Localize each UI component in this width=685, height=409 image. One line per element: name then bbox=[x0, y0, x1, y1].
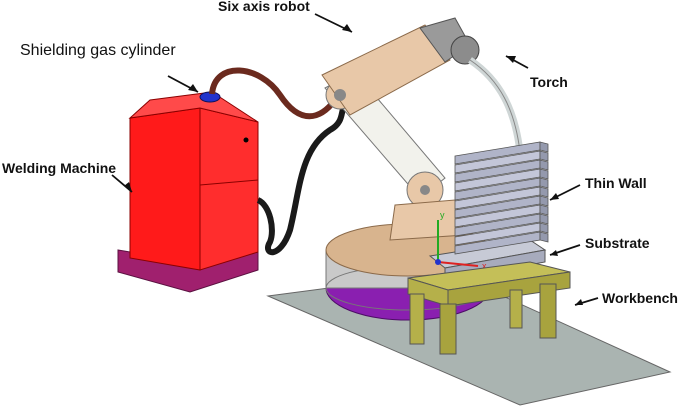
label-workbench: Workbench bbox=[602, 290, 678, 306]
welding-machine-top bbox=[128, 91, 259, 123]
workbench-leg bbox=[409, 293, 425, 345]
axis-x-label: x bbox=[482, 261, 487, 271]
power-cable bbox=[256, 102, 348, 256]
thin-wall-layer-side bbox=[539, 231, 549, 243]
thin-wall-layer-side bbox=[539, 159, 549, 171]
thin-wall-layer-side bbox=[539, 141, 549, 153]
thin-wall-layer-side bbox=[539, 222, 549, 234]
label-substrate: Substrate bbox=[585, 235, 650, 251]
thin-wall-layer-side bbox=[539, 213, 549, 225]
label-torch: Torch bbox=[530, 74, 568, 90]
gas-hose bbox=[209, 67, 338, 120]
welding-machine-front bbox=[129, 107, 201, 271]
thin-wall-layer-side bbox=[539, 186, 549, 198]
welding-machine-side bbox=[199, 107, 259, 271]
axis-y-label: y bbox=[440, 210, 445, 220]
label-shielding-gas-cylinder: Shielding gas cylinder bbox=[20, 42, 176, 59]
torch bbox=[468, 57, 524, 153]
label-thin-wall: Thin Wall bbox=[585, 175, 647, 191]
thin-wall-layer-side bbox=[539, 168, 549, 180]
robot-upper-arm bbox=[321, 24, 451, 116]
thin-wall-layer-side bbox=[539, 150, 549, 162]
label-six-axis-robot: Six axis robot bbox=[218, 0, 310, 14]
thin-wall bbox=[454, 141, 549, 255]
thin-wall-layer-side bbox=[539, 204, 549, 216]
thin-wall-layer-side bbox=[539, 195, 549, 207]
thin-wall-layer-side bbox=[539, 177, 549, 189]
label-welding-machine: Welding Machine bbox=[2, 160, 117, 176]
